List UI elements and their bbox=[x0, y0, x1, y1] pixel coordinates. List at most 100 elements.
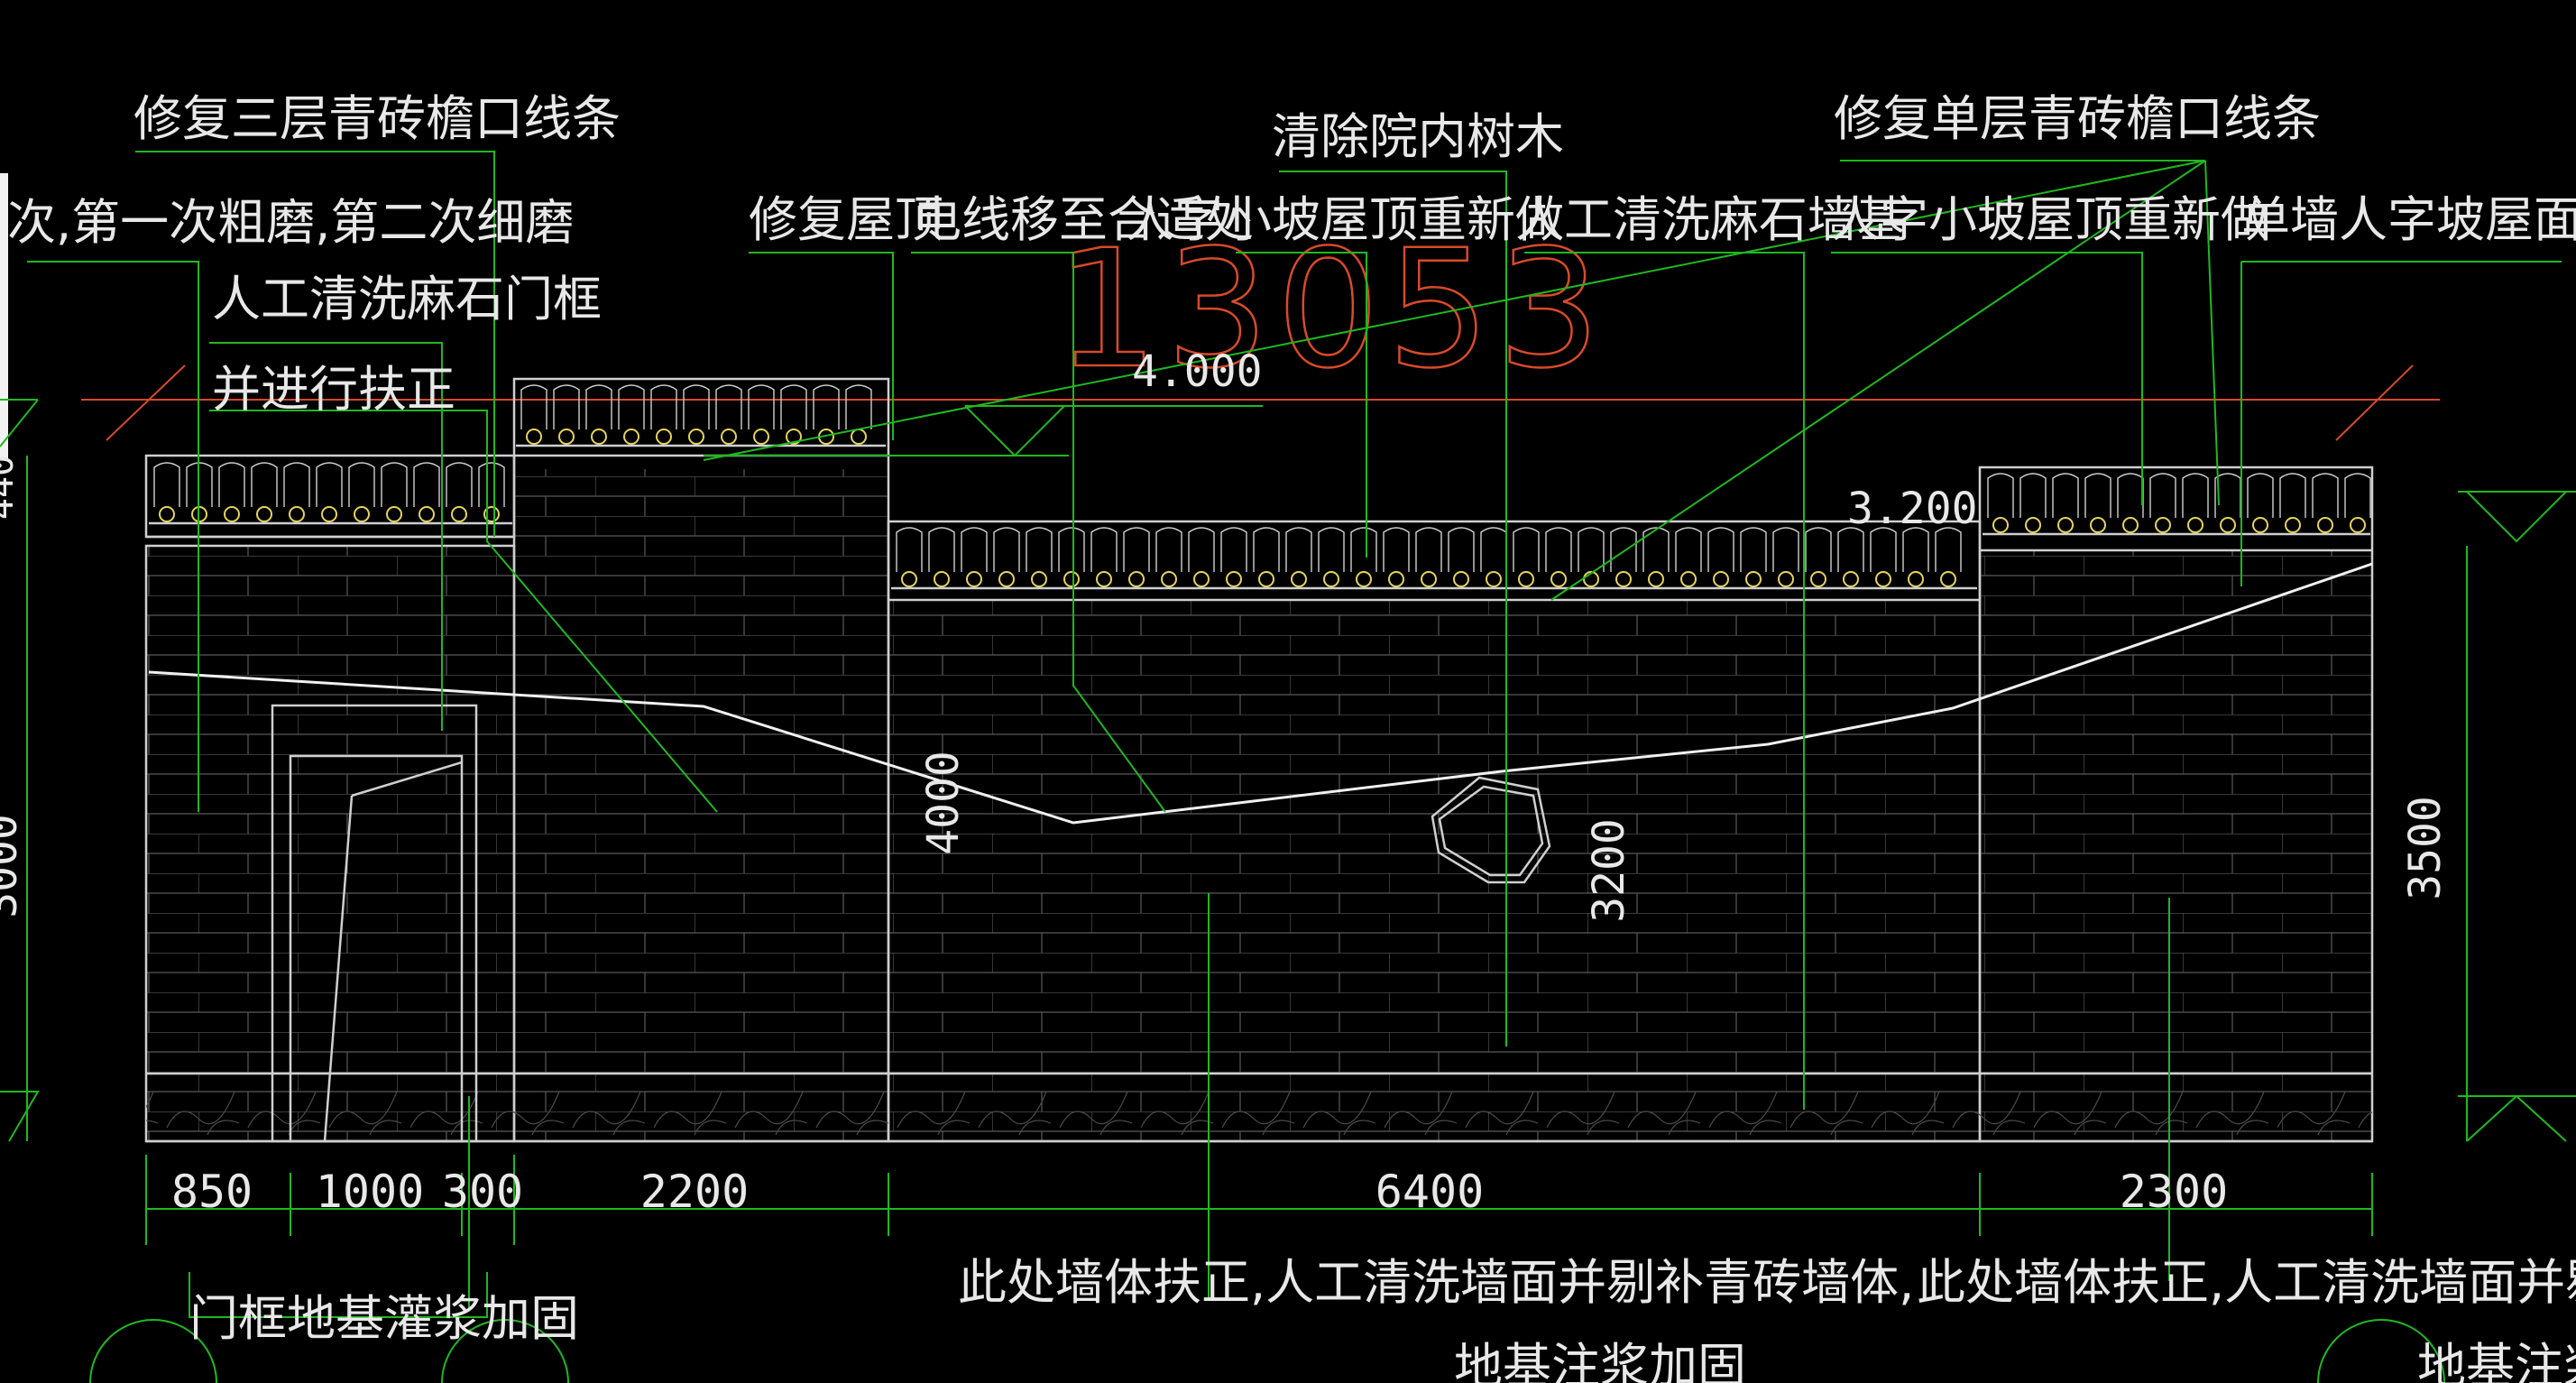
eave-tile-end bbox=[1421, 571, 1437, 587]
eave-tile-end bbox=[256, 506, 272, 522]
drawing-number: 13053 bbox=[1055, 216, 1608, 404]
eave-tile bbox=[1675, 527, 1702, 572]
eave-tile bbox=[683, 384, 710, 429]
eave-tile-end bbox=[934, 571, 950, 587]
eave-tile bbox=[1026, 527, 1053, 572]
eave-tile-end bbox=[1680, 571, 1697, 587]
elevation-marker-left bbox=[0, 399, 40, 1142]
eave-tile-end bbox=[321, 506, 337, 522]
dim-2300: 2300 bbox=[2120, 1166, 2228, 1218]
eave-tile-end bbox=[419, 506, 435, 522]
eave-tile-end bbox=[1291, 571, 1307, 587]
dim-vertical-left: 3000 bbox=[0, 814, 27, 918]
eave-tile-end bbox=[1940, 571, 1956, 587]
elevation-marker-top bbox=[704, 405, 1263, 457]
eave-tile bbox=[348, 462, 375, 507]
eave-tile-end bbox=[1745, 571, 1762, 587]
eave-tile bbox=[1870, 527, 1897, 572]
left-panel-edge bbox=[0, 173, 8, 458]
label-section: 单墙人字坡屋面剖面 bbox=[2241, 191, 2576, 248]
eave-tile-end bbox=[1063, 571, 1080, 587]
eave-tile-end bbox=[1096, 571, 1112, 587]
eave-tile-end bbox=[2350, 517, 2366, 533]
eave-tile-end bbox=[2220, 517, 2236, 533]
eave-tile-end bbox=[1615, 571, 1632, 587]
eave-tile-end bbox=[623, 429, 639, 445]
eave-tile-end bbox=[1518, 571, 1534, 587]
eave-tile-end bbox=[483, 506, 500, 522]
label-clean-door-frame: 人工清洗麻石门框 bbox=[212, 271, 602, 327]
eave-tile-end bbox=[1161, 571, 1177, 587]
eave-tile bbox=[1058, 527, 1085, 572]
eave-tile bbox=[1090, 527, 1118, 572]
label-redo-roof-1: 人字小坡屋顶重新做 bbox=[1126, 191, 1564, 248]
eave-tile bbox=[618, 384, 645, 429]
eave-tile bbox=[1480, 527, 1507, 572]
eave-tile-end bbox=[1258, 571, 1274, 587]
eave-tile-end bbox=[451, 506, 467, 522]
eave-tile bbox=[1772, 527, 1799, 572]
horizontal-dimensions: 850 1000 300 2200 6400 2300 bbox=[171, 1166, 2228, 1218]
eave-tile bbox=[2052, 473, 2079, 518]
elevation-marker-right bbox=[2458, 491, 2576, 1142]
eave-tile bbox=[1837, 527, 1864, 572]
eave-tile-end bbox=[753, 429, 769, 445]
eave-tile bbox=[1155, 527, 1182, 572]
eave-tile-end bbox=[386, 506, 402, 522]
eave-tile bbox=[896, 527, 923, 572]
eave-tile-end bbox=[656, 429, 672, 445]
eave-tile bbox=[1902, 527, 1929, 572]
eave-tile bbox=[1578, 527, 1605, 572]
eave-tile-end bbox=[2090, 517, 2106, 533]
eave-tile bbox=[585, 384, 612, 429]
eave-tile bbox=[780, 384, 807, 429]
eave-tile bbox=[153, 462, 180, 507]
eave-tile bbox=[1642, 527, 1670, 572]
label-bottom-middle: 此处墙体扶正,人工清洗墙面并剔补青砖墙体, bbox=[958, 1254, 1914, 1311]
eave-tile bbox=[1123, 527, 1150, 572]
eave-tile-end bbox=[1648, 571, 1664, 587]
tree-outline-inner bbox=[1438, 785, 1544, 877]
label-straighten: 并进行扶正 bbox=[212, 361, 455, 418]
eave-tile-end bbox=[851, 429, 867, 445]
eave-tile bbox=[715, 384, 742, 429]
eave-tile-end bbox=[721, 429, 737, 445]
eave-tile bbox=[1740, 527, 1767, 572]
eave-tile-end bbox=[1356, 571, 1372, 587]
eave-tile bbox=[2312, 473, 2339, 518]
label-door-foundation: 门框地基灌浆加固 bbox=[189, 1290, 579, 1347]
label-clean-stone-base: 人工清洗麻石墙基 bbox=[1515, 191, 1905, 248]
roof-slope-line bbox=[148, 562, 2373, 825]
label-repair-three-layer-eave: 修复三层青砖檐口线条 bbox=[133, 90, 621, 147]
eave-tile-end bbox=[2025, 517, 2041, 533]
eave-tile bbox=[2214, 473, 2241, 518]
label-repair-roof: 修复屋顶 bbox=[749, 191, 943, 248]
eave-tile-end bbox=[1713, 571, 1729, 587]
eave-tile-end bbox=[1226, 571, 1242, 587]
eave-tile bbox=[1253, 527, 1280, 572]
eave-tile-end bbox=[1453, 571, 1469, 587]
eave-tile-end bbox=[1908, 571, 1924, 587]
eave-tile bbox=[1545, 527, 1572, 572]
eave-tile-end bbox=[2187, 517, 2203, 533]
eave-tile bbox=[251, 462, 278, 507]
eave-tile bbox=[961, 527, 988, 572]
dim-300: 300 bbox=[442, 1166, 523, 1218]
label-repair-single-eave: 修复单层青砖檐口线条 bbox=[1834, 90, 2321, 147]
eave-tile-end bbox=[966, 571, 982, 587]
eave-tile bbox=[2279, 473, 2306, 518]
eave-tile bbox=[845, 384, 872, 429]
eave-tile bbox=[520, 384, 547, 429]
eave-tile bbox=[993, 527, 1020, 572]
eave-tile bbox=[650, 384, 677, 429]
eave-tile-end bbox=[1193, 571, 1210, 587]
eave-tile-end bbox=[2252, 517, 2268, 533]
wall-segment-left bbox=[144, 454, 516, 1143]
eave-tile-end bbox=[1486, 571, 1502, 587]
eave-tile-end bbox=[786, 429, 802, 445]
eave-tile bbox=[2344, 473, 2371, 518]
eave-tile-end bbox=[1128, 571, 1145, 587]
eave-tile bbox=[2117, 473, 2144, 518]
reference-tick-left bbox=[106, 364, 186, 441]
